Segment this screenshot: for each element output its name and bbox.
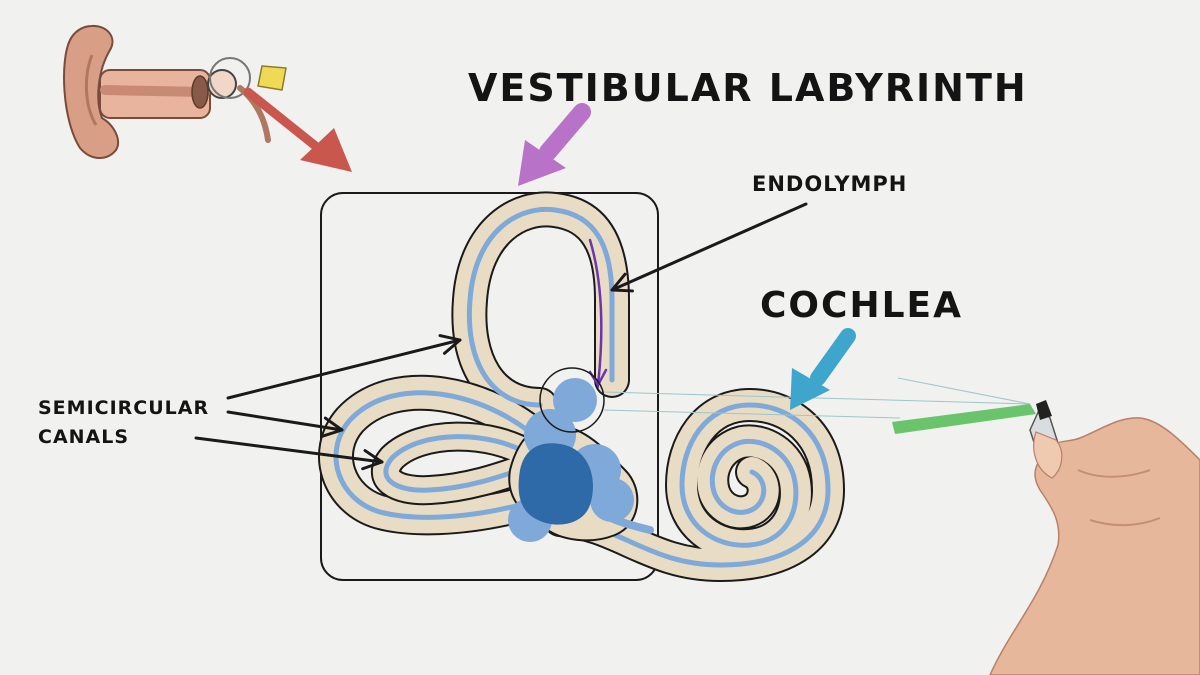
semicircular-canals-label: SEMICIRCULAR CANALS bbox=[38, 394, 209, 452]
focus-circle bbox=[539, 367, 605, 433]
ear-cross-section-icon bbox=[63, 24, 287, 159]
semicircular-label-line2: CANALS bbox=[38, 426, 130, 448]
hand-with-marker-icon bbox=[989, 400, 1200, 675]
cochlea-label: COCHLEA bbox=[760, 285, 963, 326]
projection-lines bbox=[603, 377, 1031, 419]
semicircular-label-line1: SEMICIRCULAR bbox=[38, 397, 210, 419]
vestibule bbox=[508, 378, 654, 542]
endolymph-label: ENDOLYMPH bbox=[752, 172, 908, 196]
marker-stroke bbox=[892, 404, 1036, 434]
vestibular-labyrinth-frame bbox=[320, 192, 659, 581]
ear-to-labyrinth-arrow bbox=[243, 87, 352, 172]
cochlea-arrow bbox=[790, 328, 856, 410]
vestibular-labyrinth-arrow bbox=[518, 103, 591, 186]
label-pointer-arrows bbox=[194, 202, 808, 471]
vestibular-labyrinth-label: VESTIBULAR LABYRINTH bbox=[468, 66, 1028, 110]
